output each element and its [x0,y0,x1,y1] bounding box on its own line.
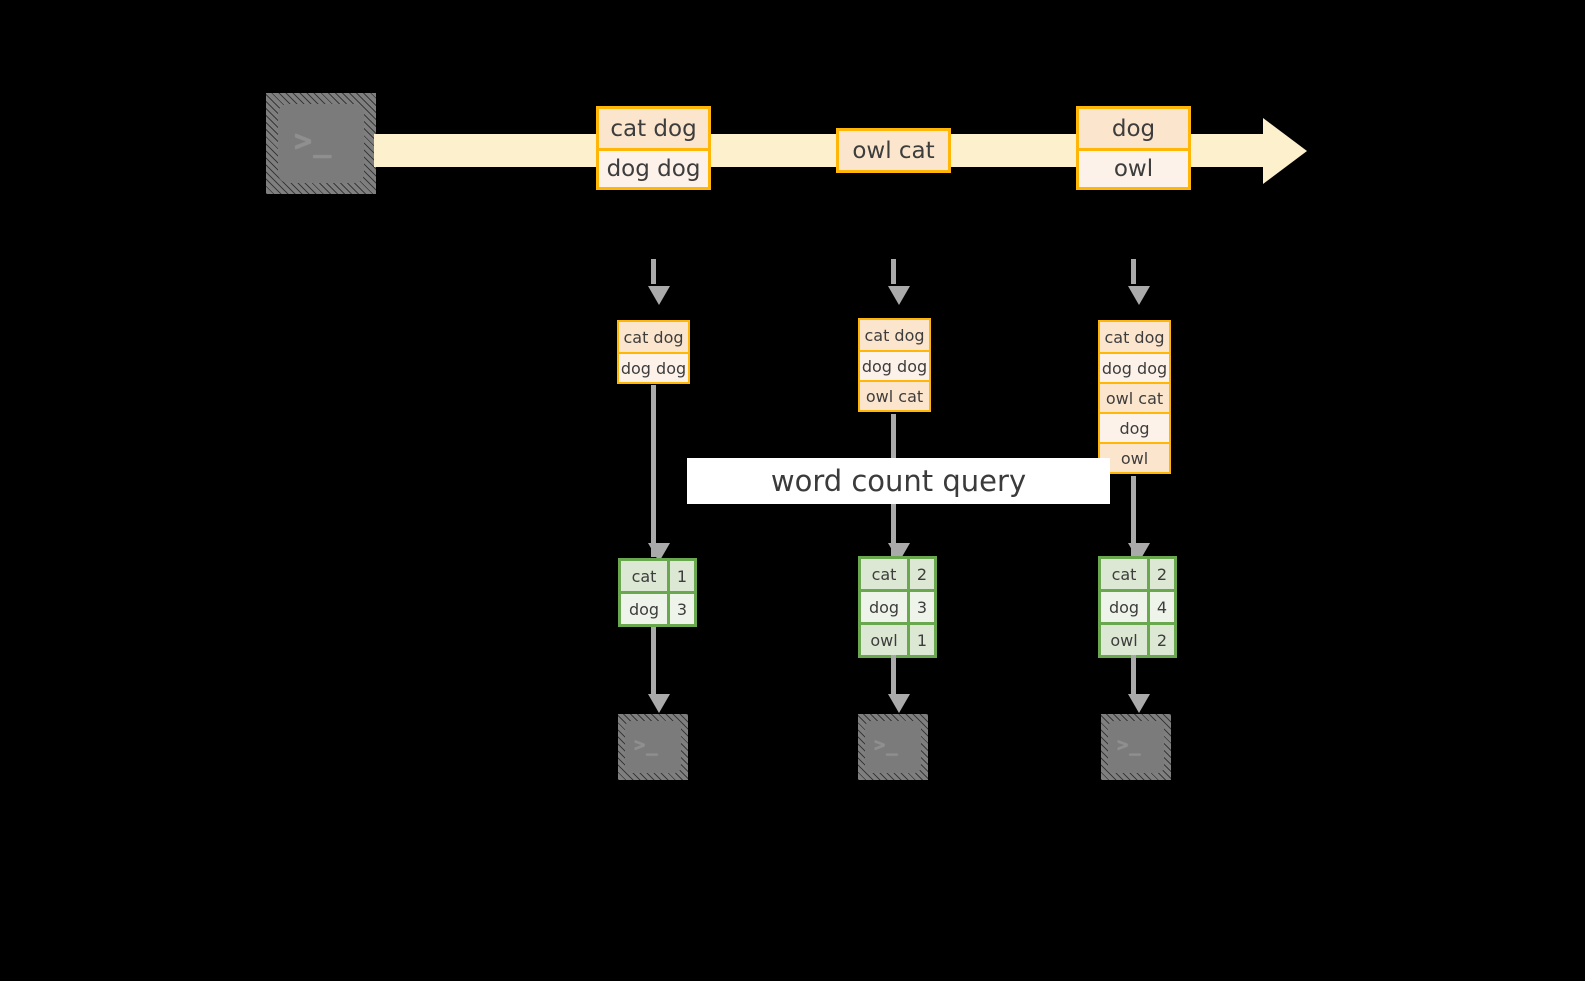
query-connector-3 [1131,476,1136,557]
word-cell: dog [861,592,907,622]
count-cell: 2 [1147,625,1174,655]
state-row: dog dog [860,350,929,380]
count-cell: 1 [907,625,934,655]
state-row: owl cat [1100,382,1169,412]
count-cell: 2 [907,559,934,589]
stream-arrow-head-icon [1263,118,1307,184]
state-row: owl cat [860,380,929,410]
dashed-connector-2 [891,259,896,284]
table-row: cat 2 [1101,559,1174,589]
stream-event-line: owl cat [839,131,948,170]
dashed-connector-1-arrowhead-icon [648,286,670,305]
query-connector-1 [651,385,656,557]
sink-connector-3-arrowhead-icon [1128,694,1150,713]
result-table-2: cat 2 dog 3 owl 1 [858,556,937,658]
sink-terminal-icon-2: >_ [858,714,928,780]
table-row: owl 2 [1101,622,1174,655]
terminal-prompt-glyph: >_ [874,734,899,756]
terminal-prompt-glyph: >_ [1117,734,1142,756]
terminal-screen [865,721,921,773]
state-row: cat dog [1100,322,1169,352]
state-row: dog dog [619,352,688,382]
state-row: dog [1100,412,1169,442]
result-table-3: cat 2 dog 4 owl 2 [1098,556,1177,658]
terminal-prompt-glyph: >_ [294,124,333,159]
count-cell: 1 [667,561,694,591]
count-cell: 4 [1147,592,1174,622]
sink-connector-1-arrowhead-icon [648,694,670,713]
stream-event-line: cat dog [599,109,708,148]
sink-connector-1 [651,627,656,697]
count-cell: 3 [907,592,934,622]
state-row: dog dog [1100,352,1169,382]
sink-terminal-icon-3: >_ [1101,714,1171,780]
terminal-prompt-glyph: >_ [634,734,659,756]
stream-event-line: dog dog [599,148,708,187]
sink-terminal-icon-1: >_ [618,714,688,780]
query-connector-1-arrowhead-icon [648,543,670,562]
query-label: word count query [687,458,1110,504]
word-cell: dog [1101,592,1147,622]
table-row: dog 3 [861,589,934,622]
count-cell: 2 [1147,559,1174,589]
state-box-2: cat dog dog dog owl cat [858,318,931,412]
result-table-1: cat 1 dog 3 [618,558,697,627]
sink-connector-2 [891,655,896,697]
sink-connector-2-arrowhead-icon [888,694,910,713]
word-cell: dog [621,594,667,624]
terminal-screen [278,104,364,183]
table-row: cat 2 [861,559,934,589]
table-row: cat 1 [621,561,694,591]
count-cell: 3 [667,594,694,624]
state-row: cat dog [619,322,688,352]
state-row: owl [1100,442,1169,472]
query-label-text: word count query [770,464,1027,498]
word-cell: cat [1101,559,1147,589]
dashed-connector-1 [651,259,656,284]
word-cell: owl [861,625,907,655]
stream-event-3: dog owl [1076,106,1191,190]
dashed-connector-3 [1131,259,1136,284]
terminal-screen [625,721,681,773]
table-row: owl 1 [861,622,934,655]
terminal-screen [1108,721,1164,773]
dashed-connector-2-arrowhead-icon [888,286,910,305]
sink-connector-3 [1131,655,1136,697]
dashed-connector-3-arrowhead-icon [1128,286,1150,305]
table-row: dog 3 [621,591,694,624]
source-terminal-icon: >_ [266,93,376,194]
word-cell: cat [861,559,907,589]
stream-event-1: cat dog dog dog [596,106,711,190]
state-row: cat dog [860,320,929,350]
stream-event-line: dog [1079,109,1188,148]
word-cell: owl [1101,625,1147,655]
state-box-1: cat dog dog dog [617,320,690,384]
stream-event-2: owl cat [836,128,951,173]
state-box-3: cat dog dog dog owl cat dog owl [1098,320,1171,474]
word-cell: cat [621,561,667,591]
stream-event-line: owl [1079,148,1188,187]
table-row: dog 4 [1101,589,1174,622]
